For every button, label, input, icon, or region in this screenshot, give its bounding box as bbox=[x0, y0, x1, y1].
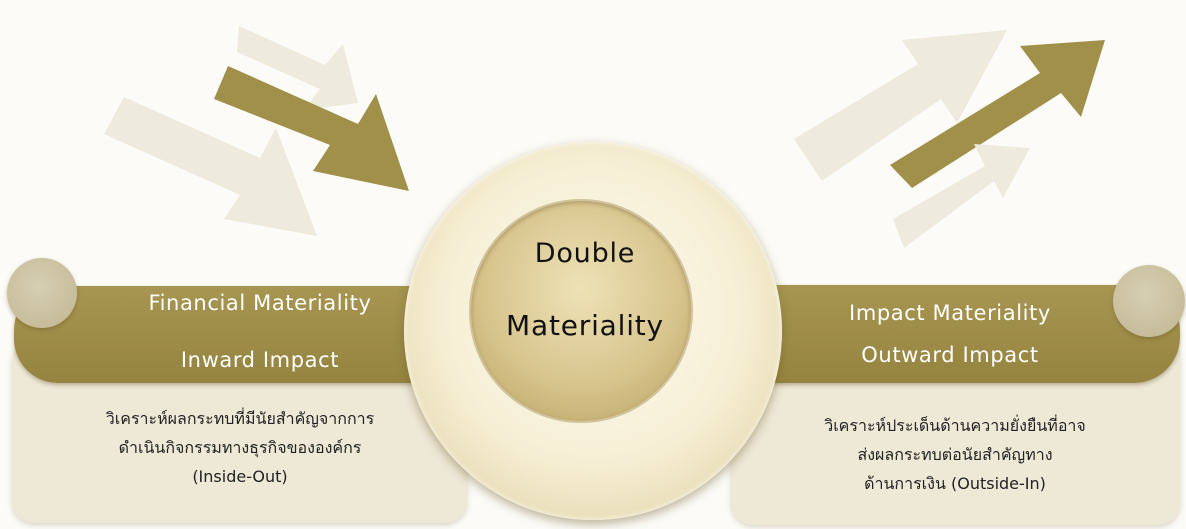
inward-impact-title: Inward Impact bbox=[180, 348, 340, 372]
description-line: ดำเนินกิจกรรมทางธุรกิจขององค์กร bbox=[118, 438, 362, 457]
description-line: ส่งผลกระทบต่อนัยสำคัญทาง bbox=[857, 445, 1053, 464]
outward-impact-title: Outward Impact bbox=[861, 343, 1039, 367]
arrow-icon bbox=[890, 40, 1105, 188]
impact-materiality-title: Impact Materiality bbox=[849, 301, 1051, 325]
financial-materiality-title: Financial Materiality bbox=[148, 291, 372, 315]
impact-materiality-description: วิเคราะห์ประเด็นด้านความยั่งยืนที่อาจ ส่… bbox=[740, 411, 1170, 498]
arrow-icon bbox=[794, 30, 1007, 181]
description-line: (Inside-Out) bbox=[192, 467, 288, 486]
center-title-line1: Double bbox=[534, 238, 636, 269]
description-line: ด้านการเงิน (Outside-In) bbox=[864, 474, 1046, 493]
double-materiality-core bbox=[471, 201, 691, 421]
center-title-line2: Materiality bbox=[506, 309, 664, 342]
arrow-icon bbox=[893, 144, 1030, 248]
arrow-icon bbox=[104, 97, 317, 236]
panel-knob-icon bbox=[7, 258, 77, 328]
panel-knob-icon bbox=[1113, 265, 1185, 337]
financial-materiality-header: Financial Materiality Inward Impact bbox=[14, 286, 466, 383]
arrow-icon bbox=[214, 66, 409, 191]
description-line: วิเคราะห์ประเด็นด้านความยั่งยืนที่อาจ bbox=[824, 416, 1086, 435]
impact-materiality-header: Impact Materiality Outward Impact bbox=[740, 285, 1180, 383]
arrow-icon bbox=[237, 26, 358, 110]
financial-materiality-description: วิเคราะห์ผลกระทบที่มีนัยสำคัญจากการ ดำเน… bbox=[20, 404, 460, 491]
description-line: วิเคราะห์ผลกระทบที่มีนัยสำคัญจากการ bbox=[105, 409, 375, 428]
